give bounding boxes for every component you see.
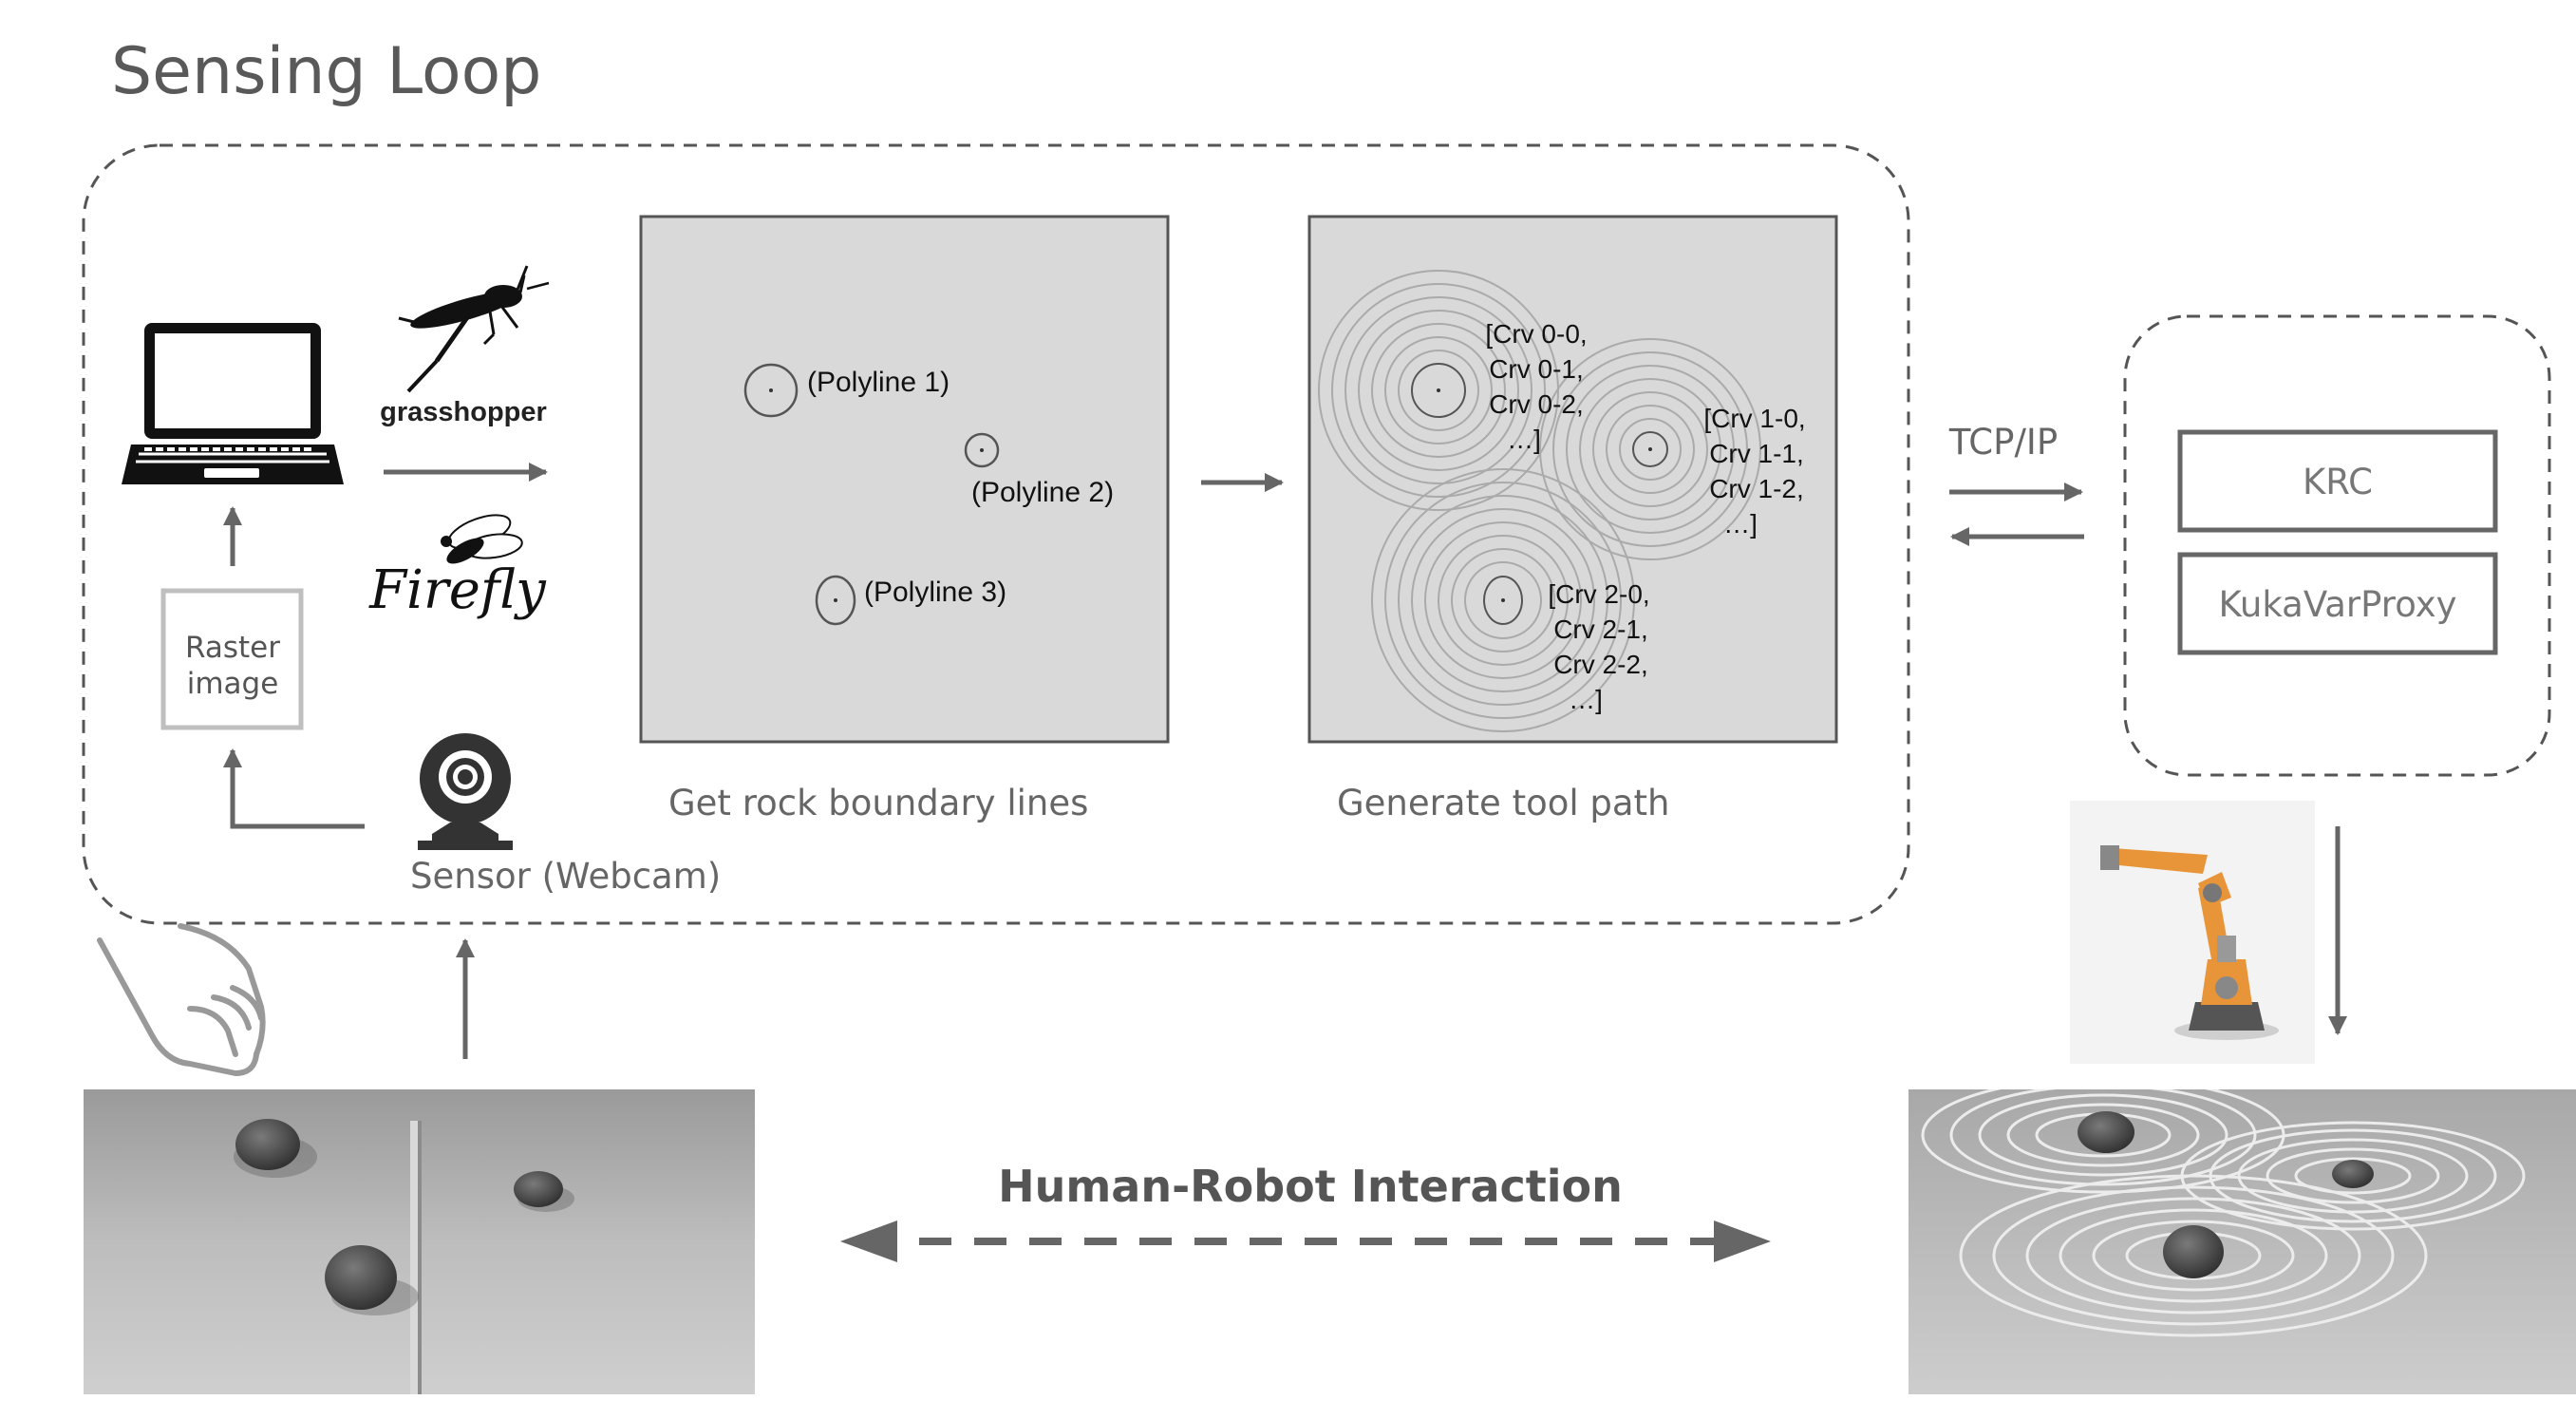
- raster-image-label-line1: Raster: [185, 631, 280, 665]
- curve-0-line-0: [Crv 0-0,: [1485, 319, 1587, 349]
- toolpath-caption: Generate tool path: [1337, 783, 1670, 823]
- firefly-icon: [441, 514, 523, 564]
- krc-label: KRC: [2303, 462, 2373, 502]
- human-robot-interaction-label: Human-Robot Interaction: [998, 1161, 1623, 1212]
- kukavarproxy-box: [2177, 552, 2498, 655]
- raster-image-label-line2: image: [187, 667, 279, 701]
- curve-0-line-3: …]: [1507, 425, 1541, 454]
- curve-2-line-2: Crv 2-2,: [1553, 650, 1648, 679]
- curve-1-line-2: Crv 1-2,: [1709, 474, 1804, 503]
- polyline-1: [743, 363, 799, 418]
- sand-rocks-photo: [84, 1089, 755, 1394]
- grasshopper-logo-text: grasshopper: [380, 397, 547, 427]
- raked-sand-photo: [1908, 1089, 2576, 1394]
- toolpath-rings-0: [1318, 270, 1559, 511]
- tcp-ip-label: TCP/IP: [1948, 422, 2058, 463]
- curve-1-line-1: Crv 1-1,: [1709, 439, 1804, 468]
- curve-0-line-1: Crv 0-1,: [1489, 354, 1584, 384]
- sensor-label: Sensor (Webcam): [410, 856, 721, 897]
- curve-2-line-1: Crv 2-1,: [1553, 615, 1648, 644]
- polyline-3-label: (Polyline 3): [864, 577, 1006, 608]
- arrow-webcam-to-raster: [223, 748, 365, 829]
- laptop-icon: [122, 323, 344, 484]
- grasshopper-icon: [398, 265, 550, 393]
- robot-arm-icon: [2070, 801, 2315, 1064]
- arrow-head-left: [840, 1220, 897, 1262]
- title: Sensing Loop: [111, 34, 541, 109]
- krc-box: [2177, 429, 2498, 533]
- firefly-logo-text: Firefly: [368, 559, 547, 621]
- arrow-head-right: [1714, 1220, 1771, 1262]
- polyline-3: [815, 575, 856, 626]
- boundary-panel: [639, 215, 1170, 744]
- sensing-loop-container: [82, 143, 1910, 925]
- toolpath-rings-2: [1371, 468, 1635, 732]
- hand-icon: [97, 923, 266, 1076]
- curve-1-line-0: [Crv 1-0,: [1703, 404, 1805, 433]
- curve-0-line-2: Crv 0-2,: [1489, 389, 1584, 419]
- curve-1-line-3: …]: [1723, 509, 1758, 539]
- controller-container: [2123, 314, 2551, 777]
- kukavarproxy-label: KukaVarProxy: [2219, 584, 2457, 625]
- curve-2-line-0: [Crv 2-0,: [1548, 579, 1649, 609]
- raster-image-box: Raster image: [160, 588, 304, 730]
- curve-2-line-3: …]: [1569, 685, 1603, 714]
- webcam-icon: [418, 733, 513, 850]
- polyline-2-label: (Polyline 2): [971, 477, 1114, 508]
- boundary-caption: Get rock boundary lines: [668, 783, 1088, 823]
- toolpath-rings-1: [1539, 338, 1761, 560]
- polyline-2: [964, 432, 1000, 468]
- polyline-1-label: (Polyline 1): [807, 367, 950, 398]
